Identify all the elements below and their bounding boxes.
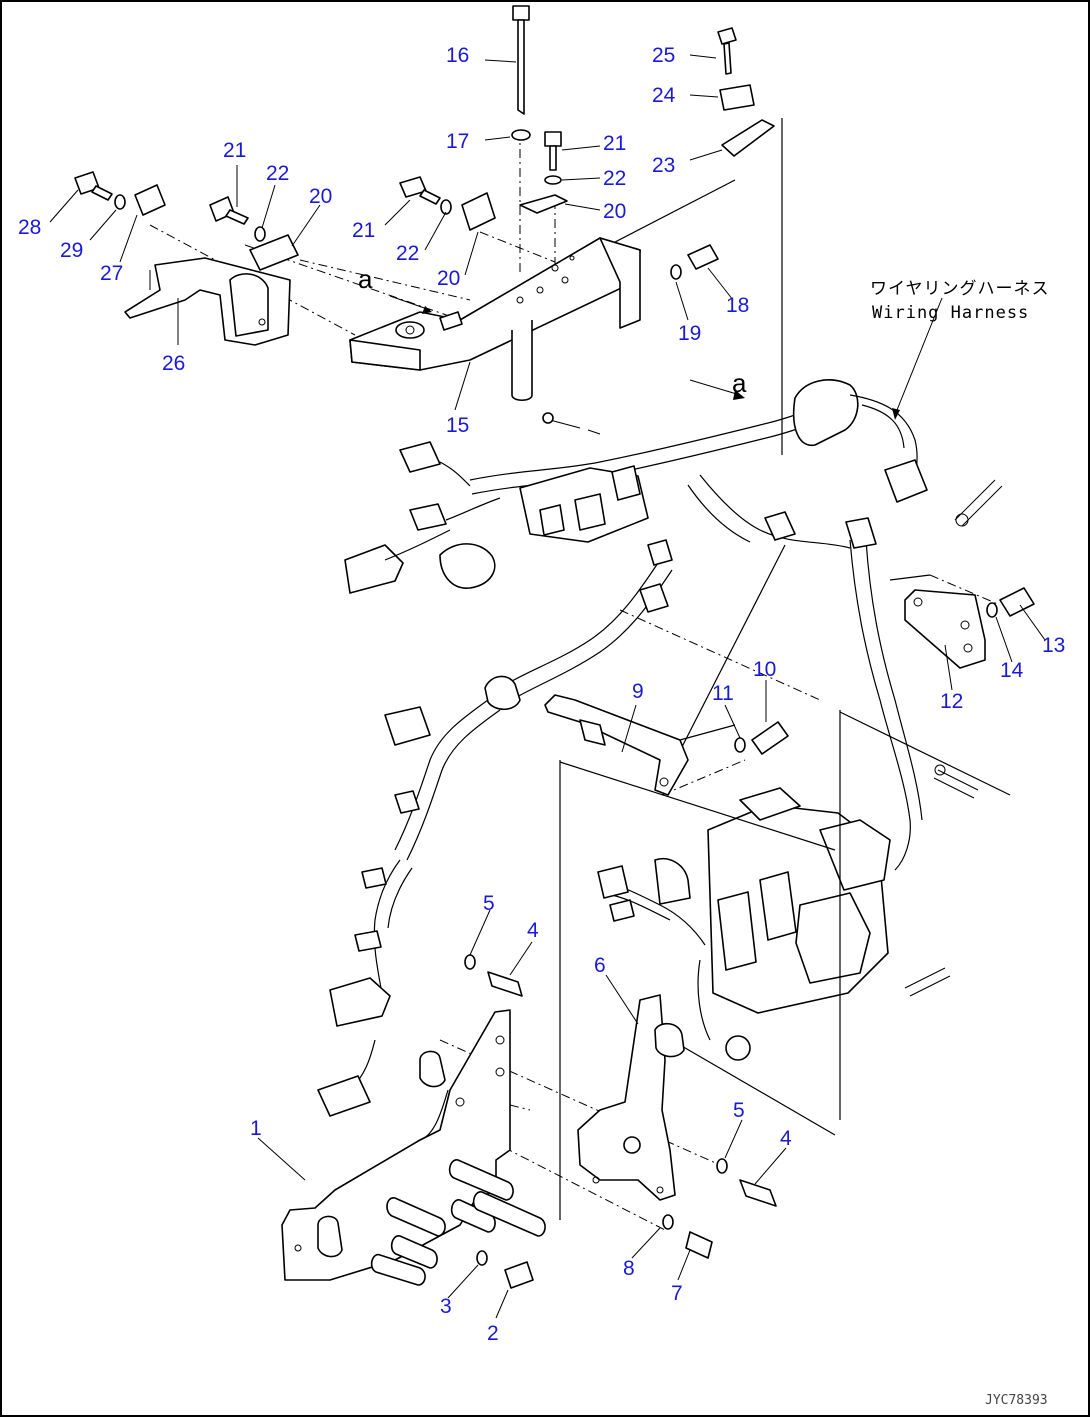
callout-2[interactable]: 2 (487, 1322, 499, 1345)
callout-1[interactable]: 1 (250, 1117, 262, 1140)
callout-25[interactable]: 25 (652, 44, 675, 67)
callout-10[interactable]: 10 (753, 658, 776, 681)
callout-11[interactable]: 11 (712, 682, 734, 705)
callout-24[interactable]: 24 (652, 84, 676, 107)
callout-13[interactable]: 13 (1042, 634, 1065, 657)
callout-numbers: 16 17 21 22 20 25 24 23 21 22 20 28 29 2… (18, 44, 1065, 1345)
callout-15[interactable]: 15 (446, 414, 469, 437)
view-marker-a-right: a (732, 368, 747, 398)
alignment-lines (149, 118, 1011, 1231)
wiring-harness (317, 379, 1003, 1117)
callout-23[interactable]: 23 (652, 154, 675, 177)
callout-20-mid[interactable]: 20 (437, 267, 460, 290)
callout-8[interactable]: 8 (623, 1257, 635, 1280)
callout-21-mid[interactable]: 21 (352, 219, 375, 242)
callout-28[interactable]: 28 (18, 216, 41, 239)
leader-lines (49, 54, 1046, 1319)
callout-27[interactable]: 27 (100, 262, 123, 285)
callout-5-upper[interactable]: 5 (483, 892, 495, 915)
callout-26[interactable]: 26 (162, 352, 185, 375)
callout-4-upper[interactable]: 4 (527, 919, 539, 942)
callout-7[interactable]: 7 (671, 1282, 683, 1305)
callout-20-center[interactable]: 20 (603, 200, 626, 223)
part-12-plate (904, 587, 1035, 669)
callout-9[interactable]: 9 (632, 680, 644, 703)
callout-20-left[interactable]: 20 (309, 185, 332, 208)
callout-5-lower[interactable]: 5 (733, 1099, 745, 1122)
part-1-bracket (281, 954, 546, 1289)
annotations: ワイヤリングハーネス Wiring Harness a a JYC78393 (358, 264, 1050, 1408)
harness-label-jp: ワイヤリングハーネス (870, 279, 1050, 299)
view-marker-a-top: a (358, 264, 373, 294)
callout-4-lower[interactable]: 4 (780, 1127, 792, 1150)
callout-21-left[interactable]: 21 (223, 139, 246, 162)
callout-3[interactable]: 3 (440, 1295, 452, 1318)
callout-22-center[interactable]: 22 (603, 167, 626, 190)
callout-19[interactable]: 19 (678, 322, 701, 345)
callout-17[interactable]: 17 (446, 130, 469, 153)
callout-22-mid[interactable]: 22 (396, 242, 419, 265)
callout-14[interactable]: 14 (1000, 659, 1024, 682)
harness-label-en: Wiring Harness (872, 303, 1029, 323)
callout-29[interactable]: 29 (60, 239, 83, 262)
part-9-bracket (544, 694, 789, 796)
small-parts-top (74, 5, 775, 280)
callout-18[interactable]: 18 (726, 294, 749, 317)
callout-22-left[interactable]: 22 (266, 162, 289, 185)
part-26-bracket (124, 257, 291, 346)
part-6-bracket (577, 994, 777, 1259)
callout-12[interactable]: 12 (940, 690, 963, 713)
callout-6[interactable]: 6 (594, 954, 606, 977)
callout-16[interactable]: 16 (446, 44, 469, 67)
drawing-code: JYC78393 (985, 1393, 1048, 1408)
part-15-bracket (349, 237, 745, 402)
callout-21-center[interactable]: 21 (603, 132, 626, 155)
